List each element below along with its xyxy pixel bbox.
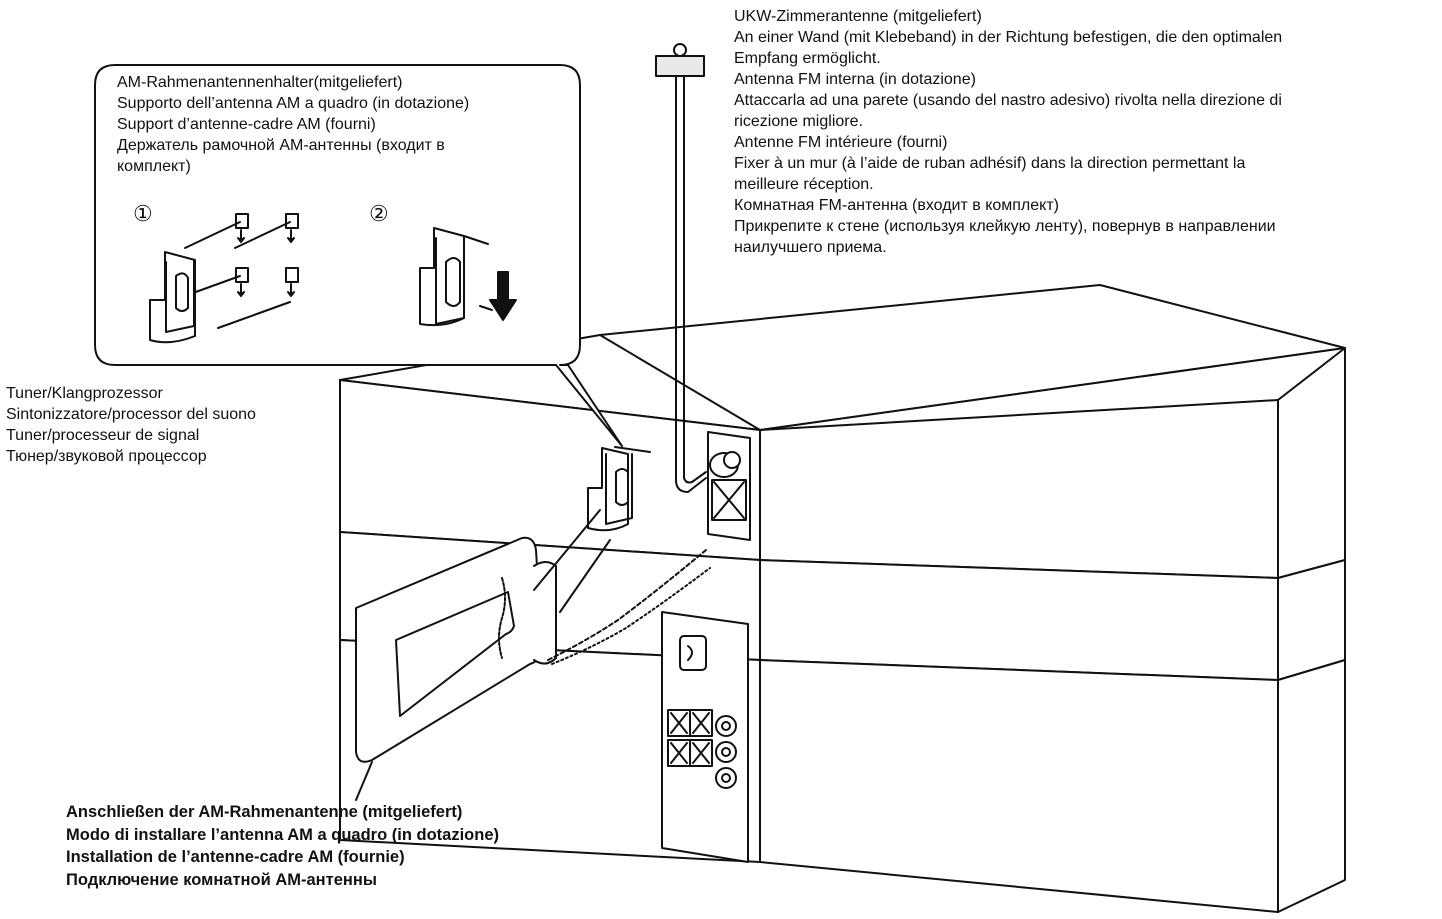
rear-terminal-panel [661,611,749,863]
fm-line-5: ricezione migliore. [734,113,863,130]
fm-line-10: Прикрепите к стене (используя клейкую ле… [734,218,1276,235]
fm-line-3: Antenna FM interna (in dotazione) [734,71,976,88]
tuner-line-1: Sintonizzatore/processor del suono [6,406,256,423]
fm-line-4: Attaccarla ad una parete (usando del nas… [734,92,1282,109]
tuner-label: Tuner/Klangprozessor Sintonizzatore/proc… [6,383,256,467]
fm-antenna-wire [655,43,707,493]
am-loop-antenna [355,509,711,801]
step-1-marker: ① [133,201,153,226]
fm-line-1: An einer Wand (mit Klebeband) in der Ric… [734,29,1283,46]
tuner-line-3: Тюнер/звуковой процессор [6,448,207,465]
fm-line-0: UKW-Zimmerantenne (mitgeliefert) [734,8,982,25]
am-caption-line-3: Подключение комнатной AM-антенны [66,870,377,889]
am-caption-line-2: Installation de l’antenne-cadre AM (four… [66,848,405,866]
holder-line-1: Supporto dell’antenna AM a quadro (in do… [117,95,470,112]
am-caption-line-0: Anschließen der AM-Rahmenantenne (mitgel… [66,803,463,821]
fm-antenna-label: UKW-Zimmerantenne (mitgeliefert) An eine… [734,6,1282,258]
fm-line-6: Antenne FM intérieure (fourni) [734,134,948,151]
am-caption-line-1: Modo di installare l’antenna AM a quadro… [66,825,499,844]
holder-step2-illustration [419,227,517,327]
holder-line-0: AM-Rahmenantennenhalter(mitgeliefert) [117,74,403,91]
tuner-line-0: Tuner/Klangprozessor [6,385,163,402]
fm-line-7: Fixer à un mur (à l’aide de ruban adhési… [734,155,1246,172]
antenna-terminal-panel [707,431,751,541]
holder-step1-illustration [149,213,299,344]
stereo-unit [339,284,1346,913]
fm-line-11: наилучшего приема. [734,239,887,256]
step-2-marker: ② [369,201,389,226]
fm-line-2: Empfang ermöglicht. [734,50,881,67]
holder-line-2: Support d’antenne-cadre AM (fourni) [117,116,376,133]
fm-line-8: meilleure réception. [734,176,874,193]
holder-callout-bubble [94,64,623,447]
am-loop-caption: Anschließen der AM-Rahmenantenne (mitgel… [66,801,499,891]
holder-line-3: Держатель рамочной AM-антенны (входит в [117,137,445,154]
am-holder-label: AM-Rahmenantennenhalter(mitgeliefert) Su… [117,72,469,177]
holder-line-4: комплект) [117,158,191,175]
holder-mounted [587,446,651,532]
tuner-line-2: Tuner/processeur de signal [6,427,200,444]
fm-line-9: Комнатная FM-антенна (входит в комплект) [734,197,1059,214]
